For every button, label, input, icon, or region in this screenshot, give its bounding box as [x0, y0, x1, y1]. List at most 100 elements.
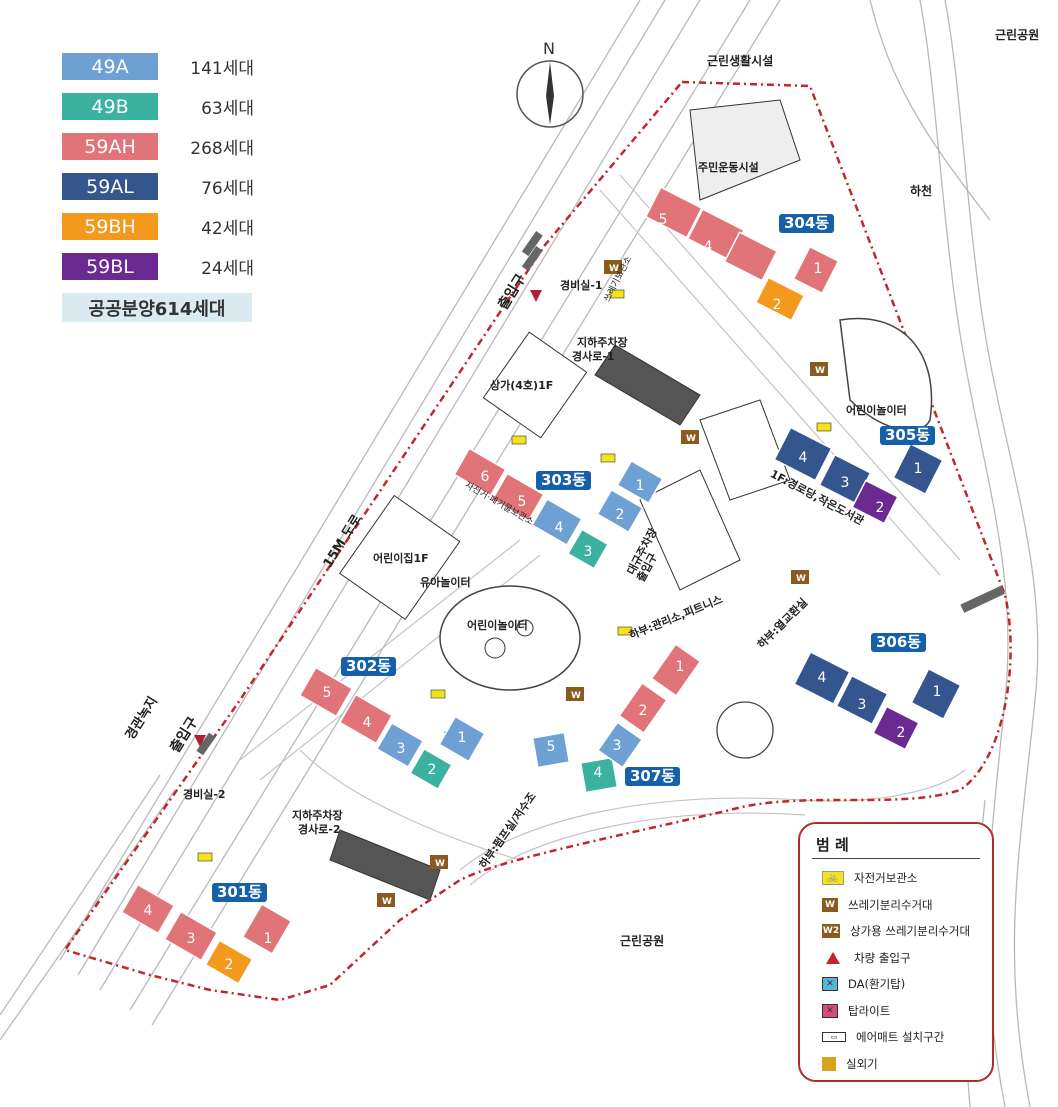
svg-text:W: W	[435, 859, 445, 869]
waste-bins: W W W W W W W	[377, 260, 828, 907]
unit-type-swatch: 49B	[62, 93, 158, 120]
svg-text:2: 2	[639, 703, 648, 719]
building-label-301: 301동	[212, 883, 268, 902]
unit-count: 42세대	[201, 219, 254, 239]
svg-text:5: 5	[547, 739, 556, 755]
top-light-icon: ✕	[822, 1003, 838, 1018]
vehicle-entrance-icon	[530, 290, 542, 302]
svg-text:1: 1	[676, 659, 685, 675]
label-daycare: 어린이집1F	[373, 552, 429, 565]
facility-legend-label: DA(환기탑)	[848, 977, 906, 992]
compass-icon: N	[516, 39, 584, 128]
label-ramp1-a: 지하주차장	[577, 336, 628, 349]
vehicle-entrance-icon	[194, 735, 206, 747]
unit-type-swatch: 59AL	[62, 173, 158, 200]
label-guard2: 경비실-2	[183, 788, 226, 801]
svg-text:W: W	[609, 264, 619, 274]
unit-legend-row: 49A 141세대	[62, 53, 254, 80]
svg-text:1: 1	[914, 461, 923, 477]
facility-legend-label: 실외기	[846, 1056, 878, 1071]
svg-text:4: 4	[799, 450, 808, 466]
svg-text:1: 1	[814, 261, 823, 277]
svg-text:2: 2	[225, 957, 234, 973]
facility-legend-item: 실외기	[822, 1051, 992, 1078]
air-mat-icon: ▭	[822, 1032, 846, 1043]
sports-facility	[689, 99, 801, 201]
ramps	[196, 231, 1005, 756]
label-sports: 주민운동시설	[698, 161, 759, 174]
central-playground	[439, 585, 581, 691]
label-park-bottom: 근린공원	[620, 934, 665, 948]
svg-text:2: 2	[428, 762, 437, 778]
bicycle-icon: 🚲	[822, 871, 844, 886]
label-kids-play-center: 어린이놀이터	[467, 619, 528, 632]
svg-text:2: 2	[876, 500, 885, 516]
label-shop: 상가(4호)1F	[490, 379, 554, 392]
svg-text:3: 3	[397, 741, 406, 757]
svg-text:W: W	[571, 691, 581, 701]
svg-text:W: W	[382, 897, 392, 907]
svg-text:4: 4	[555, 520, 564, 536]
svg-text:4: 4	[144, 903, 153, 919]
svg-text:1: 1	[636, 478, 645, 494]
svg-text:3: 3	[858, 697, 867, 713]
svg-text:3: 3	[841, 475, 850, 491]
label-neighborhood-facility: 근린생활시설	[707, 54, 774, 68]
right-playground	[839, 317, 933, 432]
facility-legend-title: 범 례	[816, 836, 849, 854]
facility-legend-item: ▭ 에어매트 설치구간	[822, 1024, 992, 1051]
building-label-302: 302동	[341, 657, 397, 676]
apartment-blocks	[120, 186, 962, 985]
unit-count: 76세대	[201, 179, 254, 199]
label-guard1: 경비실-1	[560, 279, 603, 292]
waste-bin-icon: W	[822, 897, 838, 912]
svg-text:W: W	[815, 366, 825, 376]
unit-legend-row: 59AL 76세대	[62, 173, 254, 200]
svg-text:5: 5	[518, 494, 527, 510]
svg-text:2: 2	[616, 507, 625, 523]
facility-legend-label: 차량 출입구	[854, 950, 911, 965]
bike-storage-marks	[197, 244, 832, 862]
unit-type-swatch: 49A	[62, 53, 158, 80]
facility-legend-label: 에어매트 설치구간	[856, 1030, 945, 1045]
label-ramp1-b: 경사로-1	[572, 350, 615, 363]
svg-text:W: W	[686, 434, 696, 444]
unit-count: 24세대	[201, 259, 254, 279]
daycare-building	[339, 494, 461, 620]
building-label-305: 305동	[880, 426, 936, 445]
unit-legend-row: 49B 63세대	[62, 93, 254, 120]
svg-text:5: 5	[323, 685, 332, 701]
facility-legend-item: W 쓰레기분리수거대	[822, 892, 992, 919]
facility-legend-label: 자전거보관소	[854, 871, 918, 886]
svg-text:2: 2	[897, 725, 906, 741]
building-label-304: 304동	[779, 214, 835, 233]
label-ramp2-b: 경사로-2	[298, 823, 341, 836]
svg-text:1: 1	[458, 730, 467, 746]
building-label-307: 307동	[625, 767, 681, 786]
facility-legend-item: ✕탑라이트	[822, 998, 992, 1025]
commercial-waste-icon: W2	[822, 924, 840, 939]
unit-legend-row: 59AH 268세대	[62, 133, 254, 160]
facility-legend-label: 쓰레기분리수거대	[848, 897, 933, 912]
label-toddler-play: 유아놀이터	[420, 576, 471, 589]
facility-legend-label: 상가용 쓰레기분리수거대	[850, 924, 971, 939]
label-ramp2-a: 지하주차장	[292, 809, 343, 822]
unit-count: 268세대	[190, 139, 254, 159]
vehicle-entrance-icon	[822, 951, 844, 965]
unit-count: 63세대	[201, 99, 254, 119]
label-river: 하천	[910, 184, 933, 198]
svg-text:1: 1	[933, 684, 942, 700]
ventilation-icon: ✕	[822, 977, 838, 992]
unit-type-swatch: 59AH	[62, 133, 158, 160]
facility-legend-item: ✕ DA(환기탑)	[822, 971, 992, 998]
svg-text:3: 3	[584, 544, 593, 560]
svg-text:W: W	[796, 574, 806, 584]
facility-legend-item: W2 상가용 쓰레기분리수거대	[822, 918, 992, 945]
unit-count: 141세대	[190, 59, 254, 79]
label-park-top: 근린공원	[995, 28, 1040, 42]
